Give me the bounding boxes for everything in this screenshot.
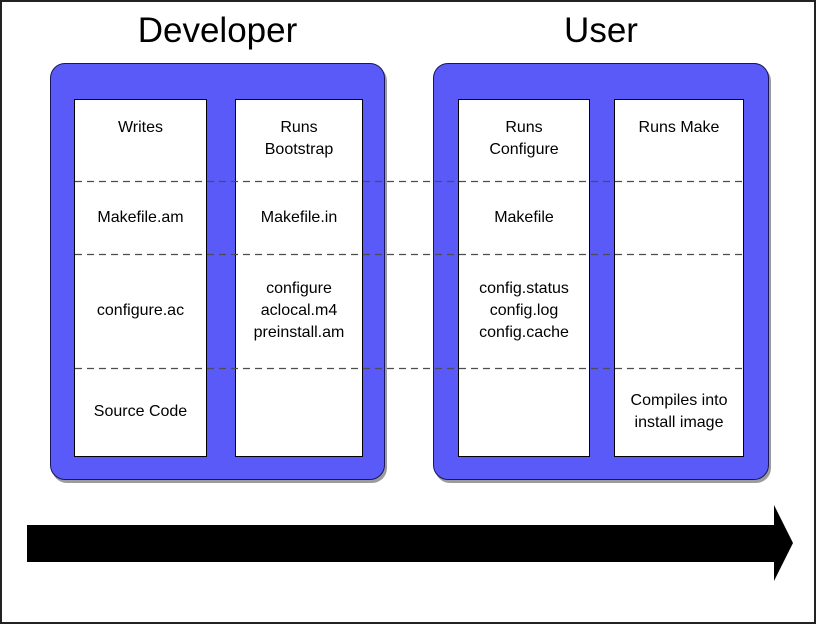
user-configure-column: Runs Configure Makefile config.status co… (458, 99, 590, 457)
cell-makefile-am: Makefile.am (97, 208, 184, 226)
cell-empty (615, 181, 743, 254)
cell-empty (459, 368, 589, 456)
user-make-column: Runs Make Compiles into install image (614, 99, 744, 457)
cell-runs-make: Runs Make (638, 119, 720, 136)
developer-writes-column: Writes Makefile.am configure.ac Source C… (74, 99, 207, 457)
cell-config-files: config.status config.log config.cache (479, 280, 569, 341)
cell-runs-configure: Runs Configure (489, 119, 559, 158)
cell-configure-files: configure aclocal.m4 preinstall.am (253, 280, 345, 341)
cell-empty (615, 254, 743, 368)
cell-configure-ac: configure.ac (96, 302, 185, 319)
cell-compiles-into: Compiles into install image (630, 392, 728, 431)
process-flow-right-arrow-icon (27, 505, 793, 581)
developer-bootstrap-column: Runs Bootstrap Makefile.in configure acl… (235, 99, 363, 457)
cell-runs-bootstrap: Runs Bootstrap (264, 119, 334, 158)
cell-empty (236, 368, 362, 456)
developer-section-title: Developer (137, 11, 298, 50)
cell-source-code: Source Code (93, 403, 188, 420)
user-section-title: User (564, 11, 638, 50)
cell-writes: Writes (117, 119, 164, 136)
cell-makefile: Makefile (494, 208, 554, 226)
cell-makefile-in: Makefile.in (260, 208, 338, 226)
